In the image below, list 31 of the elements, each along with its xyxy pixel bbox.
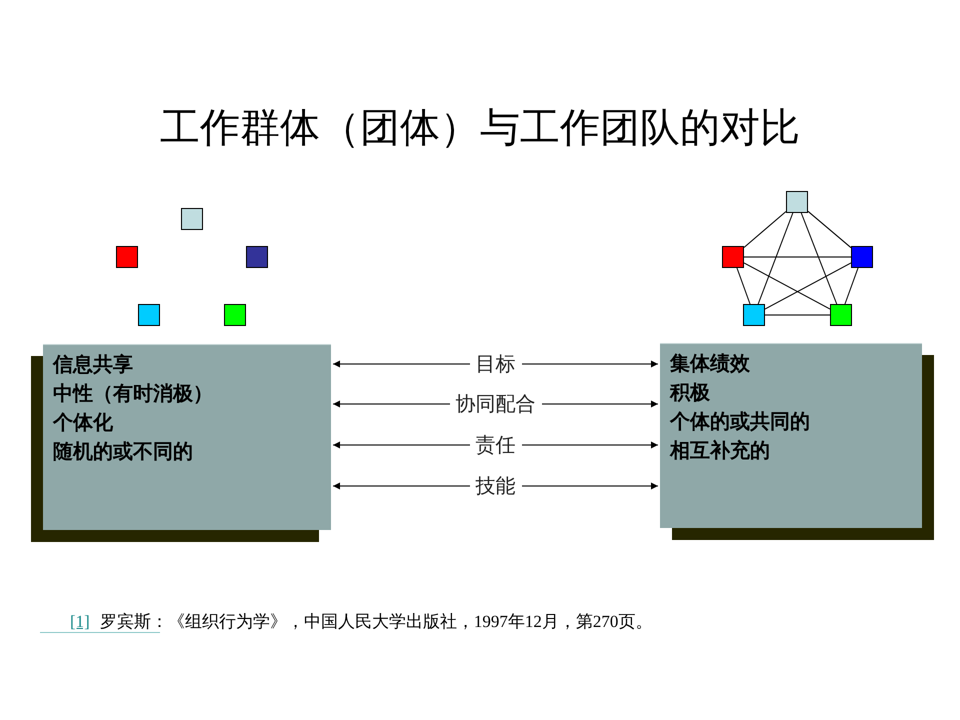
panel-text: 相互补充的 xyxy=(670,438,770,464)
connector-line xyxy=(736,268,751,304)
connector-line xyxy=(764,262,852,310)
square-marker xyxy=(138,304,160,326)
panel-text: 个体的或共同的 xyxy=(670,410,810,435)
slide-title: 工作群体（团体）与工作团队的对比 xyxy=(159,104,801,152)
connector-line xyxy=(808,210,852,248)
panel-text: 中性（有时消极） xyxy=(53,382,213,407)
square-marker xyxy=(722,246,744,268)
connector-line xyxy=(800,212,838,304)
square-marker xyxy=(830,304,852,326)
square-marker xyxy=(743,304,765,326)
square-marker xyxy=(224,304,246,326)
panel-text: 积极 xyxy=(670,381,710,406)
connector-line xyxy=(744,262,830,310)
connector-line xyxy=(764,314,830,316)
connector-line xyxy=(744,210,786,248)
panel-text: 随机的或不同的 xyxy=(53,440,193,465)
square-marker xyxy=(116,246,138,268)
square-marker xyxy=(181,208,203,230)
footnote-mark: [1] xyxy=(70,612,90,631)
square-marker xyxy=(246,246,268,268)
square-marker xyxy=(786,191,808,213)
panel-text: 个体化 xyxy=(53,411,113,436)
connector-line xyxy=(758,212,794,304)
panel-text: 信息共享 xyxy=(53,352,133,378)
panel-text: 集体绩效 xyxy=(670,352,750,377)
footnote-text: 罗宾斯：《组织行为学》，中国人民大学出版社，1997年12月，第270页。 xyxy=(100,612,652,631)
square-marker xyxy=(851,246,873,268)
connector-line xyxy=(744,256,852,258)
connector-line xyxy=(844,268,859,304)
